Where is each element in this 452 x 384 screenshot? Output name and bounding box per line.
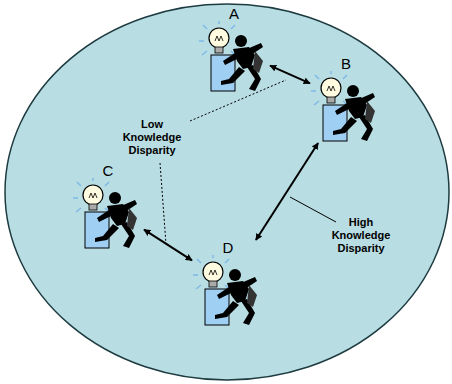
node-letter: A xyxy=(198,6,270,21)
person-bulb-figure xyxy=(193,255,263,327)
double-arrow xyxy=(256,143,318,240)
person-node: C xyxy=(72,163,144,250)
node-letter: B xyxy=(310,56,382,71)
group-ellipse xyxy=(5,4,449,380)
disparity-label: Low Knowledge Disparity xyxy=(113,118,191,157)
person-bulb-figure xyxy=(73,178,143,250)
node-letter: C xyxy=(72,163,144,178)
person-node: D xyxy=(192,240,264,327)
person-node: B xyxy=(310,56,382,143)
double-arrow xyxy=(270,66,310,84)
leader-line xyxy=(290,197,336,222)
disparity-label: High Knowledge Disparity xyxy=(318,216,404,255)
leader-line xyxy=(160,163,166,244)
leader-line xyxy=(190,80,286,121)
person-bulb-figure xyxy=(311,71,381,143)
double-arrow xyxy=(144,230,192,261)
person-node: A xyxy=(198,6,270,93)
node-letter: D xyxy=(192,240,264,255)
person-bulb-figure xyxy=(199,21,269,93)
